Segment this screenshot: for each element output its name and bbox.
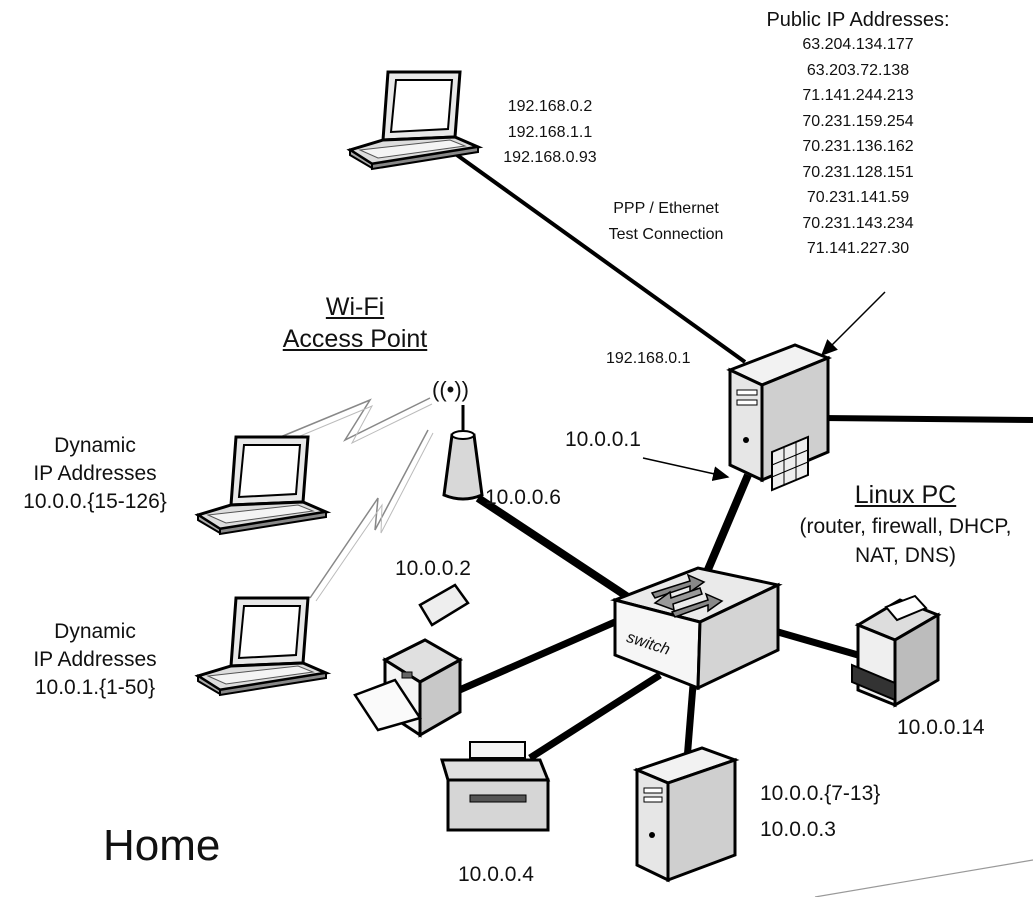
server-tower-icon xyxy=(632,746,740,883)
server-bottom-switch-line xyxy=(683,684,697,761)
router-inner-ip: 10.0.0.1 xyxy=(565,428,641,451)
wireless-link-1 xyxy=(277,397,431,442)
wireless-link-2 xyxy=(309,429,429,599)
public-ip-block: Public IP Addresses: 63.204.134.177 63.2… xyxy=(732,8,984,262)
public-ip-address: 70.231.136.162 xyxy=(802,138,914,155)
laptop-icon xyxy=(194,435,332,536)
wifi-ap-ip: 10.0.0.6 xyxy=(485,486,561,509)
wifi-ap-title: Wi-Fi xyxy=(325,293,385,321)
printer-bottom-ip: 10.0.0.4 xyxy=(458,863,534,886)
public-ip-arrow xyxy=(820,291,886,357)
test-laptop-ip: 192.168.1.1 xyxy=(507,123,593,141)
multifunction-printer-icon xyxy=(851,594,942,708)
dynamic-range-2-line1: Dynamic xyxy=(54,620,136,643)
dynamic-range-1-line2: IP Addresses xyxy=(33,462,157,485)
public-ip-address: 70.231.141.59 xyxy=(806,189,910,206)
test-connection-line2: Test Connection xyxy=(608,225,724,243)
test-connection-line xyxy=(448,148,747,364)
public-ip-address: 70.231.143.234 xyxy=(802,214,914,232)
dynamic-range-1-line1: Dynamic xyxy=(54,434,136,457)
test-laptop-ips: 192.168.0.2 192.168.1.1 192.168.0.93 xyxy=(480,94,620,171)
wireless-link-2-b xyxy=(315,432,434,602)
server-bottom-ip2: 10.0.0.3 xyxy=(760,818,836,841)
wifi-signal-icon: ((•)) xyxy=(432,377,470,402)
printer-left-switch-line xyxy=(453,618,617,696)
printer-right-ip: 10.0.0.14 xyxy=(897,716,985,739)
router-outer-ip: 192.168.0.1 xyxy=(606,350,691,367)
public-ip-address: 71.141.227.30 xyxy=(806,240,910,257)
linux-pc-title: Linux PC xyxy=(854,481,957,509)
dynamic-range-1: Dynamic IP Addresses 10.0.0.{15-126} xyxy=(0,432,190,516)
public-ip-address: 71.141.244.213 xyxy=(802,87,914,104)
ap-switch-line xyxy=(475,494,643,609)
inner-ip-arrow xyxy=(642,457,730,482)
dynamic-range-2-line2: IP Addresses xyxy=(33,648,157,671)
linux-pc-desc1: (router, firewall, DHCP, xyxy=(799,515,1012,538)
access-point-icon xyxy=(442,405,484,501)
internet-link-line xyxy=(821,415,1033,423)
public-ip-address: 70.231.128.151 xyxy=(802,163,914,181)
laptop-icon xyxy=(194,596,332,697)
switch-icon xyxy=(610,566,783,691)
linux-pc-tower-icon xyxy=(726,343,833,492)
dynamic-range-2-value: 10.0.1.{1-50} xyxy=(34,676,156,699)
test-connection-line1: PPP / Ethernet xyxy=(613,200,719,217)
server-bottom-ips: 10.0.0.{7-13} 10.0.0.3 xyxy=(760,776,880,848)
public-ip-list: 63.204.134.177 63.203.72.138 71.141.244.… xyxy=(732,32,984,262)
laser-printer-icon xyxy=(439,741,551,832)
dynamic-range-2: Dynamic IP Addresses 10.0.1.{1-50} xyxy=(0,618,190,702)
dynamic-range-1-value: 10.0.0.{15-126} xyxy=(23,490,167,513)
home-label: Home xyxy=(103,821,221,870)
test-laptop-ip: 192.168.0.93 xyxy=(503,149,597,166)
test-connection-label: PPP / Ethernet Test Connection xyxy=(576,196,756,247)
wifi-ap-subtitle: Access Point xyxy=(282,325,428,353)
printer-right-switch-line xyxy=(777,628,859,659)
linux-pc-label: Linux PC (router, firewall, DHCP, NAT, D… xyxy=(778,478,1033,570)
linux-pc-desc2: NAT, DNS) xyxy=(854,544,957,567)
inkjet-printer-icon xyxy=(353,583,470,738)
test-laptop-ip: 192.168.0.2 xyxy=(507,98,593,115)
wireless-link-1-b xyxy=(280,403,433,445)
wifi-ap-label: Wi-Fi Access Point xyxy=(240,291,470,355)
printer-bottom-switch-line xyxy=(528,672,662,761)
laptop-icon xyxy=(346,70,484,171)
public-ip-address: 63.204.134.177 xyxy=(802,36,914,53)
server-bottom-ip1: 10.0.0.{7-13} xyxy=(760,782,881,805)
decorative-line xyxy=(814,859,1033,897)
public-ip-address: 63.203.72.138 xyxy=(806,61,910,79)
public-ip-heading: Public IP Addresses: xyxy=(766,9,950,31)
printer-left-ip: 10.0.0.2 xyxy=(395,557,471,580)
public-ip-address: 70.231.159.254 xyxy=(802,112,914,130)
